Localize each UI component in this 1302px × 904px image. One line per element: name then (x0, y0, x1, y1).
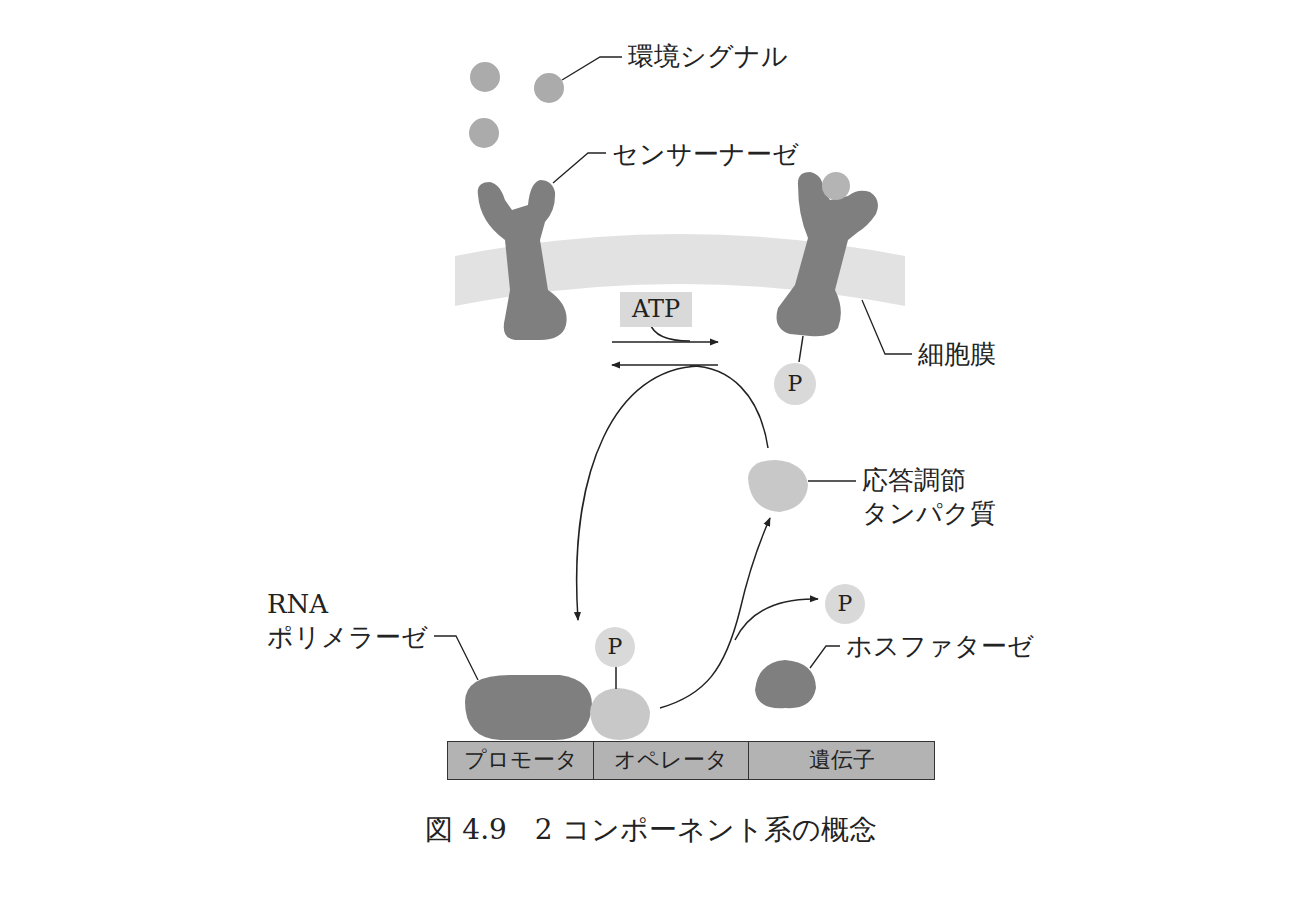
signal-molecule (470, 62, 500, 92)
response-regulator (748, 460, 808, 512)
leader-line (553, 153, 606, 183)
component-label: ホスファターゼ (846, 630, 1034, 663)
cycle-arrow (690, 366, 768, 448)
component-label: 応答調節 タンパク質 (862, 464, 996, 529)
phosphate-symbol: P (608, 634, 623, 660)
leader-line (562, 57, 622, 80)
cycle-arrow (577, 366, 700, 620)
phosphate-bond (615, 667, 617, 689)
phosphate-symbol: P (788, 371, 803, 397)
response-regulator (590, 688, 650, 740)
signal-molecule (534, 73, 564, 103)
component-label: 環境シグナル (628, 40, 788, 73)
figure-caption: 図 4.9 2 コンポーネント系の概念 (0, 812, 1302, 848)
component-label: 細胞膜 (918, 338, 996, 371)
phosphate-circle: P (774, 363, 816, 405)
reaction-arrow (612, 341, 718, 343)
segment-name: プロモータ (464, 747, 578, 773)
dna-segment: 遺伝子 (748, 741, 935, 780)
sensor-kinase (777, 172, 879, 336)
segment-name: オペレータ (614, 747, 728, 773)
component-label: センサーナーゼ (612, 138, 799, 171)
leader-line (810, 646, 840, 668)
molecule-label-box: ATP (620, 292, 692, 327)
leader-line (808, 480, 856, 481)
reaction-arrow (612, 364, 718, 366)
dna-segment: プロモータ (447, 741, 594, 780)
sensor-kinase (478, 180, 567, 340)
leader-line (434, 636, 478, 680)
signal-molecule (469, 118, 499, 148)
bound-signal (822, 172, 850, 200)
segment-name: 遺伝子 (809, 747, 875, 773)
cycle-arrow (660, 518, 770, 708)
phosphate-circle: P (825, 584, 865, 624)
dna-segment: オペレータ (593, 741, 749, 780)
phosphate-circle: P (595, 627, 635, 667)
component-label: RNA ポリメラーゼ (267, 588, 428, 653)
phosphate-bond (799, 336, 803, 362)
release-arrow (735, 599, 818, 640)
rna-polymerase (465, 675, 592, 740)
phosphatase (755, 660, 816, 708)
leader-line (862, 300, 912, 354)
phosphate-symbol: P (838, 591, 853, 617)
molecule-name: ATP (632, 295, 680, 324)
